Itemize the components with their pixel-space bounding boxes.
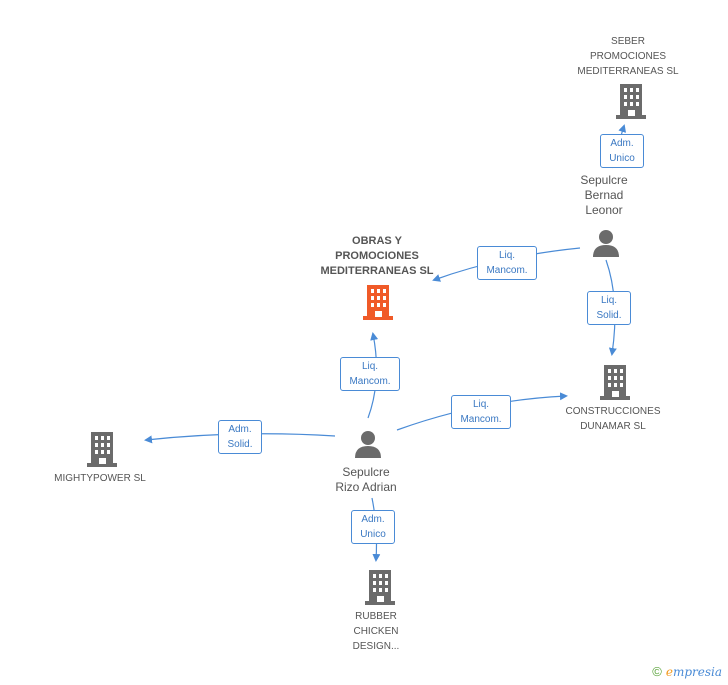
node-label-rubber[interactable]: RUBBER CHICKEN DESIGN... xyxy=(352,611,400,652)
building-icon-construcciones[interactable] xyxy=(600,365,630,400)
edge-label-adrian-rubber: Adm. Unico xyxy=(351,510,395,544)
building-icon-seber[interactable] xyxy=(616,84,646,119)
node-label-obras[interactable]: OBRAS Y PROMOCIONES MEDITERRANEAS SL xyxy=(320,235,434,277)
edge-label-leonor-seber: Adm. Unico xyxy=(600,134,644,168)
person-icon-adrian[interactable] xyxy=(355,431,381,458)
edge-label-leonor-obras: Liq. Mancom. xyxy=(477,246,537,280)
copyright-icon: © xyxy=(652,664,662,679)
node-label-seber[interactable]: SEBER PROMOCIONES MEDITERRANEAS SL xyxy=(577,36,679,77)
brand-footer: © empresia xyxy=(652,664,722,679)
edge-label-leonor-construcciones: Liq. Solid. xyxy=(587,291,631,325)
node-label-adrian[interactable]: Sepulcre Rizo Adrian xyxy=(335,465,397,494)
node-label-mightypower[interactable]: MIGHTYPOWER SL xyxy=(54,473,146,484)
person-icon-leonor[interactable] xyxy=(593,230,619,257)
edge-label-adrian-mightypower: Adm. Solid. xyxy=(218,420,262,454)
node-label-construcciones[interactable]: CONSTRUCCIONES DUNAMAR SL xyxy=(565,406,661,432)
empresia-logo[interactable]: empresia xyxy=(665,664,722,679)
building-icon-obras[interactable] xyxy=(363,285,393,320)
edge-label-adrian-construcciones: Liq. Mancom. xyxy=(451,395,511,429)
building-icon-mightypower[interactable] xyxy=(87,432,117,467)
building-icon-rubber[interactable] xyxy=(365,570,395,605)
node-label-leonor[interactable]: Sepulcre Bernad Leonor xyxy=(580,173,628,217)
edge-label-adrian-obras: Liq. Mancom. xyxy=(340,357,400,391)
